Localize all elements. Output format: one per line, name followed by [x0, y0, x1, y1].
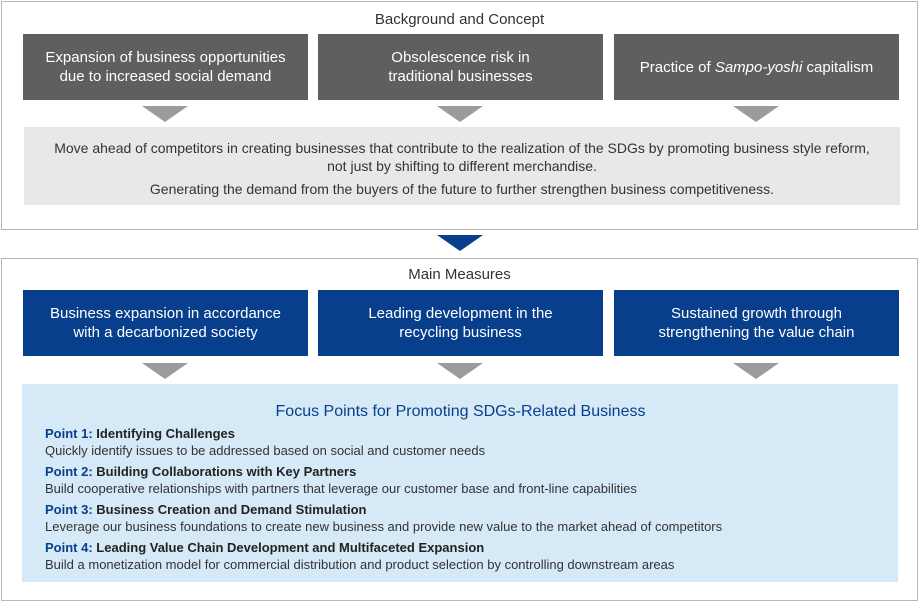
measure-box-1-line1: Business expansion in accordance: [50, 305, 281, 322]
down-arrow-large-icon: [437, 235, 483, 251]
measure-box-3-line1: Sustained growth through: [671, 305, 842, 322]
background-box-3-prefix: Practice of: [639, 58, 715, 76]
point-4-heading: Point 4: Leading Value Chain Development…: [45, 539, 876, 556]
measure-box-1: Business expansion in accordance with a …: [23, 290, 308, 356]
focus-points-title: Focus Points for Promoting SDGs-Related …: [275, 403, 646, 420]
concept-summary-line2: not just by shifting to different mercha…: [327, 158, 597, 174]
background-box-3-emphasis: Sampo-yoshi: [714, 58, 803, 76]
down-arrow-icon: [437, 363, 483, 379]
point-3-label: Point 3:: [45, 502, 93, 517]
point-3-heading: Point 3: Business Creation and Demand St…: [45, 501, 876, 518]
point-2-heading: Point 2: Building Collaborations with Ke…: [45, 463, 876, 480]
background-box-3-text: Practice of Sampo-yoshi capitalism: [640, 58, 873, 77]
point-2-label: Point 2:: [45, 464, 93, 479]
down-arrow-icon: [733, 106, 779, 122]
background-box-2-line1: Obsolescence risk in: [391, 49, 530, 66]
down-arrow-icon: [733, 363, 779, 379]
concept-summary: Move ahead of competitors in creating bu…: [24, 127, 900, 205]
point-4-description: Build a monetization model for commercia…: [45, 557, 675, 572]
background-box-2: Obsolescence risk in traditional busines…: [318, 34, 603, 100]
background-box-1-line2: due to increased social demand: [59, 68, 272, 85]
point-1-label: Point 1:: [45, 426, 93, 441]
point-1-description: Quickly identify issues to be addressed …: [45, 443, 486, 458]
measures-title: Main Measures: [408, 266, 511, 283]
measure-box-2: Leading development in the recycling bus…: [318, 290, 603, 356]
measure-box-2-line2: recycling business: [399, 324, 522, 341]
background-box-1: Expansion of business opportunities due …: [23, 34, 308, 100]
concept-summary-line3: Generating the demand from the buyers of…: [149, 181, 775, 197]
focus-points-box: Focus Points for Promoting SDGs-Related …: [22, 384, 898, 582]
point-2-description: Build cooperative relationships with par…: [45, 481, 637, 496]
point-4-title: Leading Value Chain Development and Mult…: [96, 540, 485, 555]
point-3-title: Business Creation and Demand Stimulation: [96, 502, 367, 517]
point-3-description: Leverage our business foundations to cre…: [45, 519, 723, 534]
down-arrow-icon: [437, 106, 483, 122]
down-arrow-icon: [142, 106, 188, 122]
measure-box-1-line2: with a decarbonized society: [73, 324, 258, 341]
down-arrow-icon: [142, 363, 188, 379]
point-1-heading: Point 1: Identifying Challenges: [45, 425, 876, 442]
background-box-2-line2: traditional businesses: [388, 68, 533, 85]
point-2-title: Building Collaborations with Key Partner…: [96, 464, 357, 479]
concept-summary-line1: Move ahead of competitors in creating bu…: [54, 140, 870, 156]
background-box-1-line1: Expansion of business opportunities: [45, 49, 286, 66]
background-box-3: Practice of Sampo-yoshi capitalism: [614, 34, 899, 100]
point-4-label: Point 4:: [45, 540, 93, 555]
measure-box-3-line2: strengthening the value chain: [658, 324, 855, 341]
measure-box-2-line1: Leading development in the: [368, 305, 553, 322]
background-box-3-suffix: capitalism: [802, 58, 874, 76]
measure-box-3: Sustained growth through strengthening t…: [614, 290, 899, 356]
point-1-title: Identifying Challenges: [96, 426, 235, 441]
background-title: Background and Concept: [374, 11, 545, 28]
background-panel: Background and Concept Expansion of busi…: [1, 1, 918, 230]
